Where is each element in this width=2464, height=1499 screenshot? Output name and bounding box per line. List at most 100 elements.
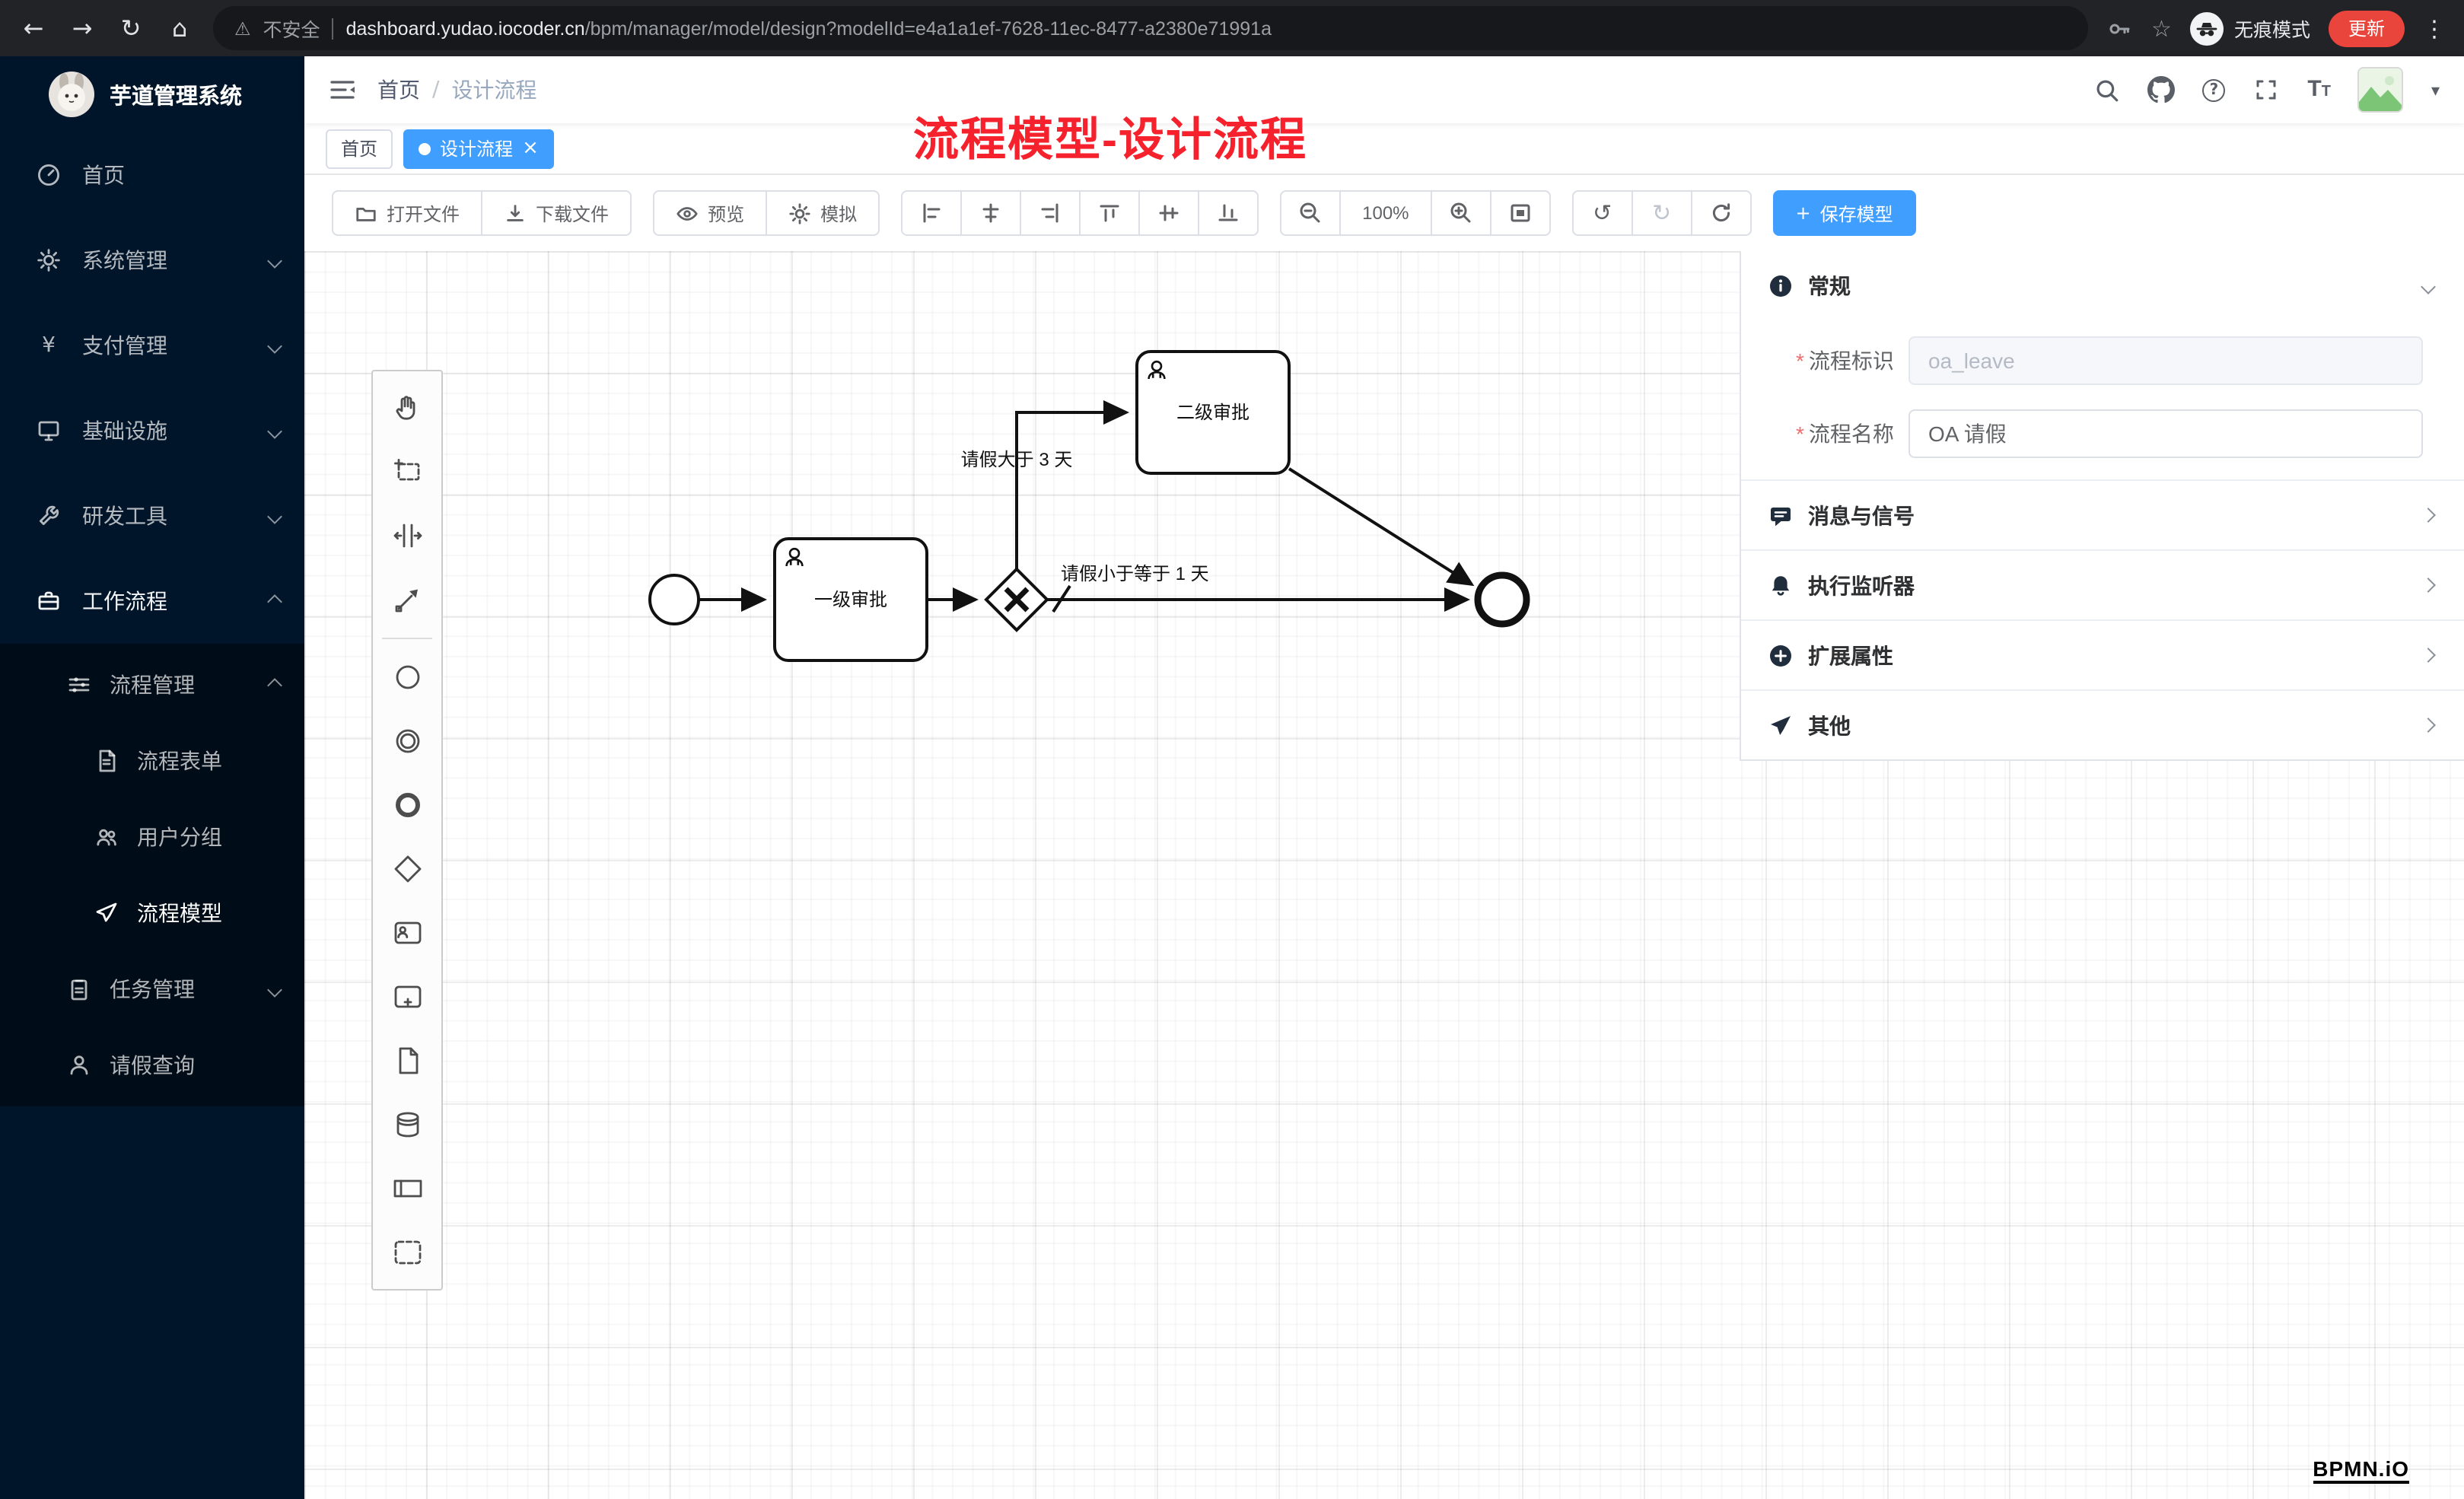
sidebar-item-infra[interactable]: 基础设施	[0, 388, 304, 473]
section-extended-attrs[interactable]: 扩展属性	[1741, 619, 2464, 689]
tags-view: 首页 设计流程 ×	[304, 123, 2464, 175]
open-file-button[interactable]: 打开文件	[332, 190, 483, 236]
sidebar-item-label: 流程管理	[110, 673, 195, 697]
align-top-icon[interactable]	[1079, 190, 1141, 236]
lasso-tool-icon[interactable]	[373, 440, 441, 504]
field-label: *流程标识	[1796, 348, 1894, 373]
address-bar[interactable]: ⚠ 不安全 dashboard.yudao.iocoder.cn/bpm/man…	[213, 6, 2088, 50]
end-event[interactable]	[1474, 571, 1530, 628]
gear-icon	[37, 248, 61, 272]
search-icon[interactable]	[2093, 76, 2120, 103]
section-other[interactable]: 其他	[1741, 689, 2464, 759]
bpmn-canvas[interactable]: 请假大于 3 天 请假小于等于 1 天 一级审批	[304, 251, 2464, 1499]
tab-design-process[interactable]: 设计流程 ×	[403, 129, 554, 168]
browser-forward-icon[interactable]: →	[72, 14, 93, 43]
address-separator	[332, 18, 334, 39]
tab-home[interactable]: 首页	[326, 129, 393, 168]
sidebar-item-home[interactable]: 首页	[0, 132, 304, 218]
sidebar-item-leave-query[interactable]: 请假查询	[0, 1027, 304, 1103]
zoom-level-button[interactable]: 100%	[1339, 190, 1432, 236]
sidebar-item-process-mgmt[interactable]: 流程管理	[0, 647, 304, 723]
help-icon[interactable]: ?	[2202, 78, 2226, 101]
browser-reload-icon[interactable]: ↻	[120, 14, 142, 43]
start-event-icon[interactable]	[373, 645, 441, 709]
avatar[interactable]	[2357, 67, 2404, 113]
align-middle-icon[interactable]	[1138, 190, 1200, 236]
sidebar-item-payment[interactable]: ¥ 支付管理	[0, 303, 304, 388]
browser-home-icon[interactable]: ⌂	[171, 14, 188, 43]
sidebar-item-process-model[interactable]: 流程模型	[0, 875, 304, 951]
preview-button[interactable]: 预览	[653, 190, 768, 236]
sidebar-item-task-mgmt[interactable]: 任务管理	[0, 951, 304, 1027]
user-task-level2[interactable]: 二级审批	[1135, 350, 1291, 475]
app-logo[interactable]: 芋道管理系统	[0, 56, 304, 132]
sidebar-item-process-form[interactable]: 流程表单	[0, 723, 304, 799]
sidebar-item-user-group[interactable]: 用户分组	[0, 799, 304, 875]
flow-gateway-to-end[interactable]: 请假小于等于 1 天	[1047, 564, 1470, 613]
user-task-level1[interactable]: 一级审批	[773, 537, 928, 662]
section-general[interactable]: 常规	[1741, 251, 2464, 321]
font-size-icon[interactable]: TT	[2307, 76, 2331, 102]
github-icon[interactable]	[2147, 76, 2176, 103]
bpmn-io-watermark[interactable]: BPMN.iO	[2313, 1456, 2409, 1484]
data-store-icon[interactable]	[373, 1093, 441, 1157]
caret-down-icon[interactable]: ▾	[2431, 80, 2440, 100]
sidebar-item-label: 流程模型	[137, 901, 222, 925]
align-right-icon[interactable]	[1020, 190, 1081, 236]
process-name-input[interactable]	[1908, 409, 2423, 458]
end-event-icon[interactable]	[373, 773, 441, 837]
simulate-button[interactable]: 模拟	[766, 190, 880, 236]
user-task-icon[interactable]	[373, 901, 441, 965]
key-icon[interactable]	[2106, 14, 2133, 42]
start-event[interactable]	[648, 574, 700, 625]
sidebar-collapse-icon[interactable]	[329, 78, 356, 102]
flow-gateway-to-task2[interactable]: 请假大于 3 天	[961, 400, 1129, 569]
workflow-submenu: 流程管理 流程表单 用户分组 流程模型 任务管理	[0, 644, 304, 1106]
browser-chrome: ← → ↻ ⌂ ⚠ 不安全 dashboard.yudao.iocoder.cn…	[0, 0, 2464, 56]
user-icon	[1148, 360, 1166, 380]
browser-back-icon[interactable]: ←	[23, 14, 44, 43]
subprocess-icon[interactable]	[373, 965, 441, 1029]
save-model-button[interactable]: +保存模型	[1772, 190, 1916, 236]
hand-tool-icon[interactable]	[373, 376, 441, 440]
gateway-icon[interactable]	[373, 837, 441, 901]
zoom-fit-icon[interactable]	[1489, 190, 1551, 236]
refresh-icon[interactable]	[1690, 190, 1752, 236]
flow-task2-to-end[interactable]	[1288, 467, 1475, 587]
bookmark-star-icon[interactable]: ☆	[2151, 14, 2172, 42]
align-center-icon[interactable]	[960, 190, 1022, 236]
chrome-update-button[interactable]: 更新	[2328, 10, 2405, 46]
intermediate-event-icon[interactable]	[373, 709, 441, 773]
download-file-button[interactable]: 下载文件	[481, 190, 632, 236]
global-connect-tool-icon[interactable]	[373, 568, 441, 632]
data-object-icon[interactable]	[373, 1029, 441, 1093]
zoom-out-icon[interactable]	[1280, 190, 1342, 236]
sidebar-item-devtools[interactable]: 研发工具	[0, 473, 304, 559]
participant-icon[interactable]	[373, 1157, 441, 1221]
breadcrumb-home[interactable]: 首页	[377, 78, 420, 102]
sidebar-item-workflow[interactable]: 工作流程	[0, 559, 304, 644]
align-left-icon[interactable]	[901, 190, 963, 236]
close-icon[interactable]: ×	[522, 137, 539, 160]
exclusive-gateway[interactable]	[984, 567, 1049, 632]
section-execution-listener[interactable]: 执行监听器	[1741, 549, 2464, 619]
general-form: *流程标识 *流程名称	[1741, 321, 2464, 479]
task-label: 二级审批	[1176, 403, 1250, 423]
url-path: /bpm/manager/model/design?modelId=e4a1a1…	[584, 18, 1272, 39]
chrome-menu-icon[interactable]: ⋮	[2423, 14, 2446, 42]
section-title: 常规	[1808, 274, 1851, 298]
section-message-signal[interactable]: 消息与信号	[1741, 479, 2464, 549]
zoom-in-icon[interactable]	[1430, 190, 1491, 236]
required-asterisk: *	[1796, 422, 1804, 446]
users-icon	[94, 825, 119, 849]
redo-icon[interactable]: ↻	[1631, 190, 1692, 236]
align-bottom-icon[interactable]	[1198, 190, 1259, 236]
fullscreen-icon[interactable]	[2252, 76, 2280, 103]
required-asterisk: *	[1796, 348, 1804, 373]
info-icon	[1770, 275, 1791, 297]
space-tool-icon[interactable]	[373, 504, 441, 568]
group-icon[interactable]	[373, 1221, 441, 1284]
undo-icon[interactable]: ↺	[1571, 190, 1633, 236]
sidebar: 芋道管理系统 首页 系统管理 ¥ 支付管理 基础设施	[0, 56, 304, 1499]
sidebar-item-system[interactable]: 系统管理	[0, 218, 304, 303]
